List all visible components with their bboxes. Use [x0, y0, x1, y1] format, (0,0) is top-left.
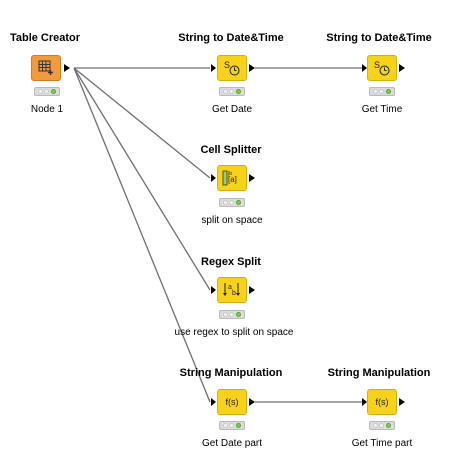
status-dot-red — [372, 89, 378, 94]
input-port[interactable] — [362, 64, 367, 72]
node-title: String to Date&Time — [178, 32, 284, 44]
status-dot-red — [222, 200, 228, 205]
node-title: Table Creator — [9, 32, 81, 44]
status-indicator — [34, 87, 60, 96]
status-dot-green — [236, 423, 242, 428]
node-title: Cell Splitter — [200, 144, 262, 156]
input-port[interactable] — [211, 398, 216, 406]
string-manipulation-icon[interactable]: f(s) — [217, 389, 247, 415]
node-caption[interactable]: Get Date — [211, 104, 253, 115]
string-manipulation-icon[interactable]: f(s) — [367, 389, 397, 415]
node-caption[interactable]: use regex to split on space — [174, 327, 294, 338]
input-port[interactable] — [362, 398, 367, 406]
svg-text:[a]: [a] — [228, 175, 237, 184]
input-port[interactable] — [211, 286, 216, 294]
status-dot-yellow — [229, 312, 235, 317]
status-indicator — [219, 87, 245, 96]
svg-text:|b: |b — [228, 171, 232, 177]
status-dot-green — [236, 312, 242, 317]
status-dot-yellow — [229, 89, 235, 94]
status-indicator — [219, 198, 245, 207]
output-port[interactable] — [64, 64, 70, 72]
status-indicator — [369, 87, 395, 96]
status-dot-yellow — [229, 200, 235, 205]
output-port[interactable] — [249, 286, 255, 294]
status-dot-green — [386, 89, 392, 94]
status-dot-red — [372, 423, 378, 428]
svg-text:S: S — [374, 60, 380, 70]
node-caption[interactable]: Get Date part — [201, 438, 263, 449]
node-title: String to Date&Time — [326, 32, 432, 44]
status-dot-red — [222, 423, 228, 428]
node-caption[interactable]: Get Time — [361, 104, 403, 115]
svg-text:b: b — [232, 290, 236, 297]
node-title: String Manipulation — [179, 367, 283, 379]
output-port[interactable] — [399, 64, 405, 72]
cell-splitter-icon[interactable]: [a] |b — [217, 165, 247, 191]
status-indicator — [369, 421, 395, 430]
status-dot-green — [236, 200, 242, 205]
svg-text:a: a — [228, 284, 232, 291]
wire-tablecreator-cellsplitter[interactable] — [73, 67, 211, 179]
status-dot-red — [222, 312, 228, 317]
status-dot-yellow — [379, 423, 385, 428]
wire-tablecreator-stringmanip[interactable] — [73, 67, 211, 403]
output-port[interactable] — [249, 174, 255, 182]
status-dot-green — [386, 423, 392, 428]
node-caption[interactable]: Get Time part — [351, 438, 413, 449]
input-port[interactable] — [211, 64, 216, 72]
status-indicator — [219, 421, 245, 430]
status-dot-yellow — [229, 423, 235, 428]
string-to-datetime-icon[interactable]: S — [217, 55, 247, 81]
status-indicator — [219, 310, 245, 319]
wire-tablecreator-regexsplit[interactable] — [73, 67, 211, 291]
output-port[interactable] — [249, 398, 255, 406]
status-dot-red — [222, 89, 228, 94]
node-caption[interactable]: Node 1 — [30, 104, 64, 115]
node-title: Regex Split — [201, 256, 261, 268]
status-dot-yellow — [379, 89, 385, 94]
svg-text:S: S — [224, 60, 230, 70]
status-dot-yellow — [44, 89, 50, 94]
input-port[interactable] — [211, 174, 216, 182]
regex-split-icon[interactable]: a b — [217, 277, 247, 303]
status-dot-red — [37, 89, 43, 94]
status-dot-green — [51, 89, 57, 94]
table-icon[interactable] — [31, 55, 61, 81]
output-port[interactable] — [399, 398, 405, 406]
status-dot-green — [236, 89, 242, 94]
node-title: String Manipulation — [327, 367, 431, 379]
node-caption[interactable]: split on space — [201, 215, 263, 226]
string-to-datetime-icon[interactable]: S — [367, 55, 397, 81]
output-port[interactable] — [249, 64, 255, 72]
